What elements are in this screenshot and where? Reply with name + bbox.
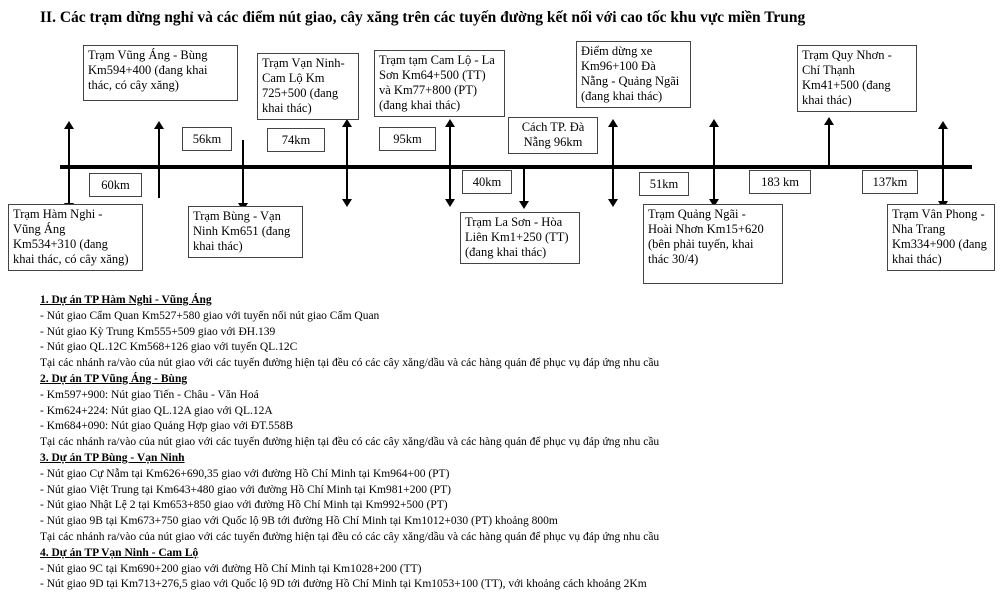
note-item: - Km684+090: Nút giao Quảng Hợp giao với… bbox=[40, 420, 294, 433]
tick-vung-ang bbox=[154, 121, 164, 198]
note-item: - Nút giao QL.12C Km568+126 giao với tuy… bbox=[40, 341, 298, 354]
stop-da-nang-quang-ngai: Điểm dừng xe Km96+100 Đà Nẵng - Quảng Ng… bbox=[576, 41, 691, 108]
station-ham-nghi-vung-ang: Trạm Hàm Nghi - Vũng Áng Km534+310 (đang… bbox=[8, 204, 143, 271]
station-van-ninh-cam-lo: Trạm Vạn Ninh- Cam Lộ Km 725+500 (đang k… bbox=[257, 53, 359, 120]
tick-quy-nhon bbox=[824, 117, 834, 168]
note-item: - Km624+224: Nút giao QL.12A giao với QL… bbox=[40, 404, 273, 417]
distance-label: 183 km bbox=[749, 170, 811, 194]
tick-van-phong bbox=[938, 121, 948, 209]
section-heading: 4. Dự án TP Vạn Ninh - Cam Lộ bbox=[40, 546, 199, 559]
section-heading: 1. Dự án TP Hàm Nghi - Vũng Áng bbox=[40, 294, 212, 306]
expressway-line bbox=[60, 165, 972, 169]
distance-label: 56km bbox=[182, 127, 232, 151]
distance-label: 137km bbox=[862, 170, 918, 194]
note-item: - Km597+900: Nút giao Tiến - Châu - Văn … bbox=[40, 388, 259, 401]
note-item: - Nút giao Việt Trung tại Km643+480 giao… bbox=[40, 483, 451, 496]
note-item: - Nút giao 9C tại Km690+200 giao với đườ… bbox=[40, 562, 422, 575]
section-heading: 2. Dự án TP Vũng Áng - Bùng bbox=[40, 372, 188, 385]
interchange-notes: 1. Dự án TP Hàm Nghi - Vũng Áng - Nút gi… bbox=[40, 293, 985, 593]
note-item: - Nút giao Kỳ Trung Km555+509 giao với Đ… bbox=[40, 325, 276, 338]
distance-label: 51km bbox=[639, 172, 689, 196]
distance-label: 40km bbox=[462, 170, 512, 194]
tick-ham-nghi bbox=[64, 121, 74, 211]
station-cam-lo-la-son: Trạm tạm Cam Lộ - La Sơn Km64+500 (TT) v… bbox=[374, 50, 505, 117]
station-van-phong-nha-trang: Trạm Vân Phong - Nha Trang Km334+900 (đa… bbox=[887, 204, 995, 271]
distance-label: 60km bbox=[89, 173, 142, 197]
tick-cam-lo bbox=[445, 119, 455, 207]
note-item: - Nút giao Cự Nẫm tại Km626+690,35 giao … bbox=[40, 467, 450, 480]
station-quang-ngai-hoai-nhon: Trạm Quảng Ngãi - Hoài Nhơn Km15+620 (bê… bbox=[643, 204, 783, 284]
route-diagram: Trạm Vũng Áng - Bùng Km594+400 (đang kha… bbox=[0, 0, 1000, 290]
page-title: II. Các trạm dừng nghỉ và các điểm nút g… bbox=[40, 9, 806, 26]
note-item: - Nút giao Nhật Lệ 2 tại Km653+850 giao … bbox=[40, 499, 448, 512]
tick-van-ninh bbox=[342, 119, 352, 207]
note-item: Tại các nhánh ra/vào của nút giao với cá… bbox=[40, 357, 660, 370]
station-vung-ang-bung: Trạm Vũng Áng - Bùng Km594+400 (đang kha… bbox=[83, 45, 238, 101]
note-item: - Nút giao 9B tại Km673+750 giao với Quố… bbox=[40, 515, 558, 528]
distance-to-da-nang: Cách TP. Đà Nẵng 96km bbox=[508, 117, 598, 154]
note-item: Tại các nhánh ra/vào của nút giao với cá… bbox=[40, 436, 660, 449]
distance-label: 74km bbox=[267, 128, 325, 152]
distance-label: 95km bbox=[379, 127, 436, 151]
station-bung-van-ninh: Trạm Bùng - Vạn Ninh Km651 (đang khai th… bbox=[188, 206, 303, 258]
note-item: Tại các nhánh ra/vào của nút giao với cá… bbox=[40, 530, 660, 543]
note-item: - Nút giao 9D tại Km713+276,5 giao với Q… bbox=[40, 578, 647, 591]
tick-bung bbox=[238, 140, 248, 211]
note-item: - Nút giao Cẩm Quan Km527+580 giao với t… bbox=[40, 309, 380, 322]
tick-quang-ngai bbox=[709, 119, 719, 207]
station-quy-nhon-chi-thanh: Trạm Quy Nhơn - Chí Thạnh Km41+500 (đang… bbox=[797, 45, 917, 112]
tick-da-nang bbox=[608, 119, 618, 207]
section-heading: 3. Dự án TP Bùng - Vạn Ninh bbox=[40, 451, 185, 464]
station-la-son-hoa-lien: Trạm La Sơn - Hòa Liên Km1+250 (TT) (đan… bbox=[460, 212, 580, 264]
tick-la-son bbox=[519, 168, 529, 209]
